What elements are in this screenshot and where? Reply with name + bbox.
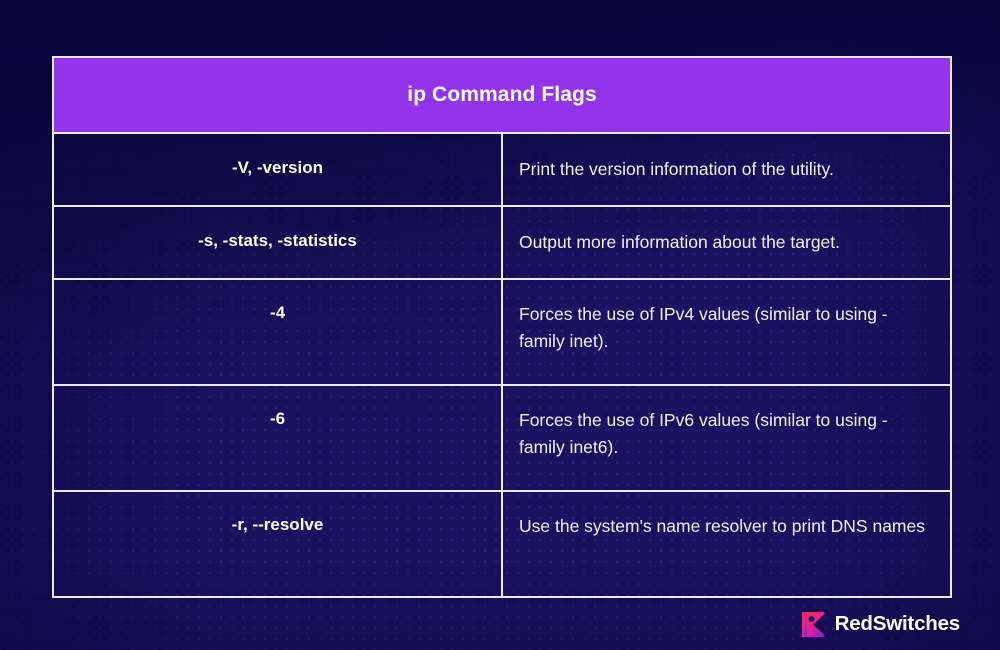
brand-name: RedSwitches [834,612,961,636]
redswitches-logo: RedSwitches [801,611,960,638]
flag-cell: -6 [52,384,503,493]
flag-cell: -r, --resolve [52,490,503,599]
flag-cell: -V, -version [52,131,503,208]
flag-description-cell: Forces the use of IPv6 values (similar t… [501,384,952,493]
table-title: ip Command Flags [52,56,952,134]
table-head: ip Command Flags [52,56,952,134]
flag-description-cell: Forces the use of IPv4 values (similar t… [501,278,952,387]
flag-cell: -4 [52,278,503,387]
flag-description-cell: Output more information about the target… [501,205,952,281]
table-header-row: ip Command Flags [52,56,952,134]
redswitches-mark-icon [801,612,825,637]
flag-description-cell: Print the version information of the uti… [501,131,952,208]
flag-description-cell: Use the system's name resolver to print … [501,490,952,599]
flag-cell: -s, -stats, -statistics [52,205,503,281]
